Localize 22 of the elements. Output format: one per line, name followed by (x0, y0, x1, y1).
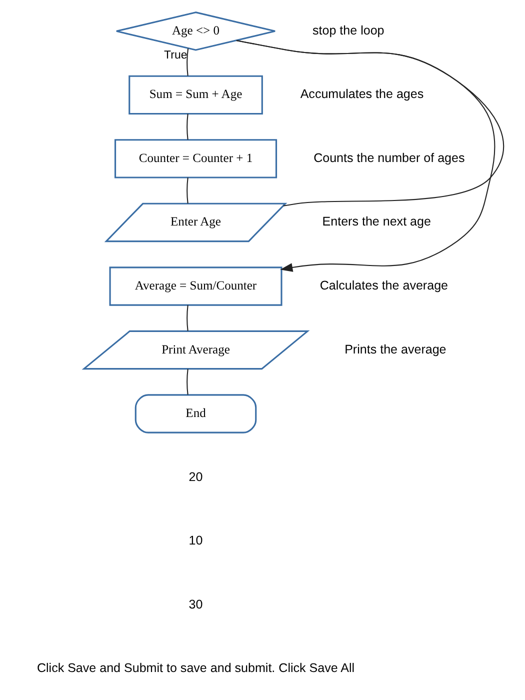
node-box: Sum = Sum + Age (128, 75, 263, 115)
connector (186, 114, 188, 140)
node-label: Accumulates the ages (300, 87, 424, 102)
node-diamond: Age <> 0 (116, 12, 276, 51)
connector (186, 305, 188, 331)
node-label: Calculates the average (320, 278, 448, 292)
connector (236, 40, 504, 206)
node-box: Average = Sum/Counter (109, 266, 282, 306)
connector (186, 368, 188, 395)
node-label: stop the loop (312, 23, 384, 38)
connector (186, 48, 189, 76)
label: 20 (188, 470, 203, 484)
connector (186, 178, 188, 204)
label: Click Save and Submit to save and submit. Click Save All (36, 661, 355, 676)
edge-label: True (164, 50, 188, 62)
label: 30 (188, 597, 203, 612)
node-label: Prints the average (344, 342, 446, 356)
node-box: End (134, 394, 257, 434)
node-label: Counts the number of ages (314, 150, 465, 165)
node-label: Enters the next age (322, 214, 431, 229)
node-box: Counter = Counter + 1 (114, 139, 278, 178)
label: 10 (188, 534, 203, 548)
